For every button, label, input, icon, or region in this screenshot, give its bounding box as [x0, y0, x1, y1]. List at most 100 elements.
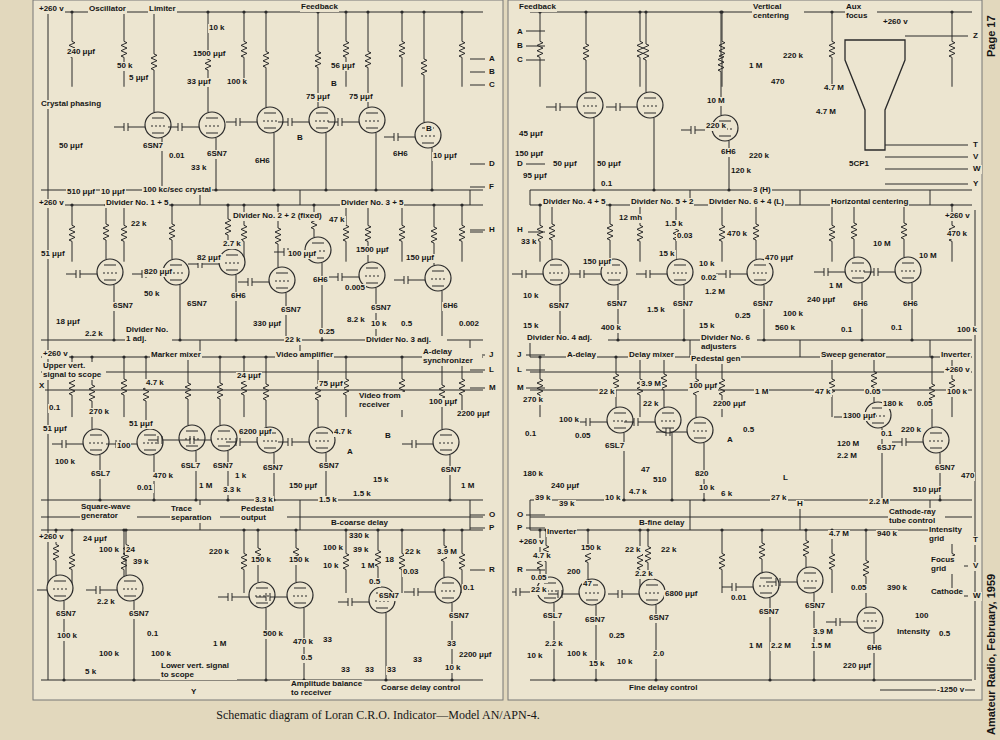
schematic-label: 45 μμf [518, 130, 544, 139]
schematic-label: 150 k [250, 556, 272, 565]
schematic-label: 6SN7 [752, 300, 774, 309]
junction-dot [616, 338, 619, 341]
wire [526, 60, 545, 61]
wire [226, 122, 236, 123]
schematic-label: 470 k [292, 638, 314, 647]
wire [132, 274, 142, 275]
wire [800, 340, 801, 357]
schematic-label: Feedback [518, 3, 557, 12]
wire [238, 282, 248, 283]
junction-dot [638, 10, 641, 13]
schematic-label: 270 k [88, 408, 110, 417]
vacuum-tube-symbol [137, 429, 163, 455]
tube-plate [294, 588, 306, 589]
schematic-label: 6SN7 [672, 300, 694, 309]
junction-dot [256, 528, 259, 531]
schematic-label: 120 k [730, 167, 752, 176]
wire [274, 453, 275, 500]
wire [570, 274, 580, 275]
schematic-label: 47 k [814, 388, 832, 397]
schematic-label: A-delay [566, 351, 597, 360]
wire [892, 442, 902, 443]
schematic-label: 2200 μμf [712, 400, 746, 409]
schematic-label: B [425, 125, 433, 134]
tube-grid [365, 276, 379, 277]
schematic-label: V [972, 153, 979, 162]
tube-cathode [902, 278, 914, 279]
tube-grid [103, 273, 117, 274]
wire [168, 127, 178, 128]
schematic-label: 15 k [658, 250, 676, 259]
schematic-label: Inverter [940, 351, 971, 360]
tube-grid [851, 271, 865, 272]
tube-grid [661, 421, 675, 422]
wire [240, 122, 257, 123]
wire [874, 633, 875, 680]
junction-dot [234, 338, 237, 341]
bus-line [41, 372, 483, 373]
schematic-label: 0.25 [734, 312, 752, 321]
resistor-symbol [585, 530, 591, 579]
wire [530, 190, 531, 205]
schematic-label: 150 k [288, 556, 310, 565]
schematic-label: O [488, 511, 496, 520]
bus-line [530, 530, 972, 531]
tube-grid [441, 591, 455, 592]
tube-plate [864, 613, 876, 614]
schematic-label: 22 k [660, 546, 678, 555]
schematic-label: 10 k [616, 658, 634, 667]
wire [885, 184, 968, 185]
schematic-label: 6SN7 [448, 612, 470, 621]
schematic-label: 1300 μμf [842, 412, 876, 421]
wire [470, 164, 485, 165]
figure-caption: Schematic diagram of Loran C.R.O. Indica… [216, 708, 539, 722]
tube-grid [439, 443, 453, 444]
schematic-label: 15 k [522, 322, 540, 331]
junction-dot [638, 528, 641, 531]
schematic-label: 0.5 [368, 578, 381, 587]
junction-dot [178, 338, 181, 341]
junction-dot [170, 203, 173, 206]
schematic-label: 3.9 M [640, 380, 662, 389]
schematic-label: 1 M [360, 562, 375, 571]
wire [148, 440, 158, 441]
schematic-label: 51 μμf [40, 250, 66, 259]
wire [114, 285, 115, 340]
schematic-label: Divider No. 1 adj. [125, 326, 172, 344]
schematic-label: 8.2 k [346, 316, 366, 325]
schematic-label: 10 k [604, 494, 622, 503]
capacitor-symbol [240, 438, 241, 446]
junction-dot [242, 355, 245, 358]
schematic-label: 6200 μμf [238, 428, 272, 437]
schematic-label: 1500 μμf [355, 246, 389, 255]
tube-cathode [440, 450, 452, 451]
schematic-label: 0.05 [864, 388, 882, 397]
wire [690, 500, 691, 530]
wire [292, 122, 309, 123]
wire [286, 293, 287, 340]
schematic-label: Trace separation [170, 505, 220, 523]
tube-cathode [144, 450, 156, 451]
vacuum-tube-symbol [857, 607, 883, 633]
junction-dot [294, 528, 297, 531]
schematic-label: 75 μμf [318, 380, 344, 389]
vacuum-tube-symbol [219, 249, 245, 275]
wire [546, 107, 556, 108]
tube-plate [644, 98, 656, 99]
schematic-label: 1.2 M [704, 288, 726, 297]
resistor-symbol [929, 357, 935, 427]
resistor-symbol [613, 357, 619, 407]
tube-grid [421, 136, 435, 137]
wire [562, 594, 579, 595]
schematic-label: 100 μμf [688, 382, 718, 391]
resistor-symbol [759, 530, 765, 572]
junction-dot [264, 10, 267, 13]
schematic-label: Divider No. 5 + 2 [630, 198, 694, 207]
tube-grid [693, 431, 707, 432]
junction-dot [644, 10, 647, 13]
wire [300, 190, 301, 205]
junction-dot [460, 10, 463, 13]
junction-dot [242, 528, 245, 531]
wire [470, 388, 485, 389]
wire [470, 230, 485, 231]
